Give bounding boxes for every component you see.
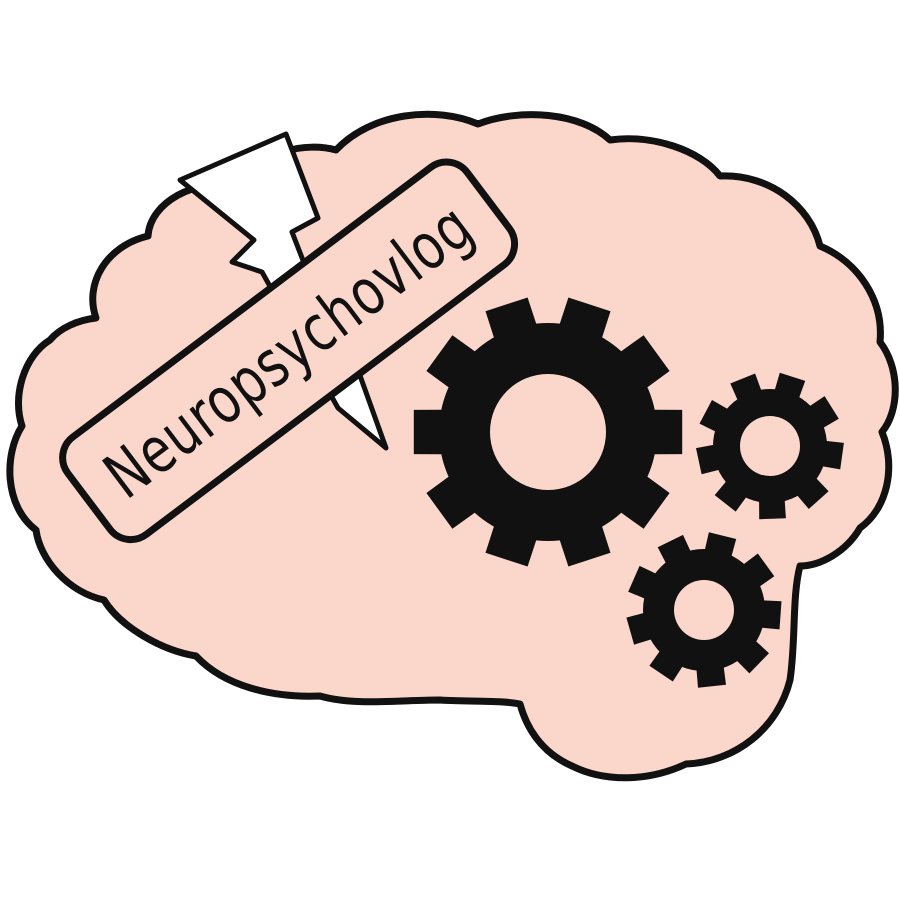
brand-label-box — [59, 158, 519, 544]
medium-gear-hole — [674, 580, 734, 640]
small-gear-hole — [740, 416, 800, 476]
large-gear-hole — [490, 374, 606, 490]
gears-group — [413, 297, 844, 688]
